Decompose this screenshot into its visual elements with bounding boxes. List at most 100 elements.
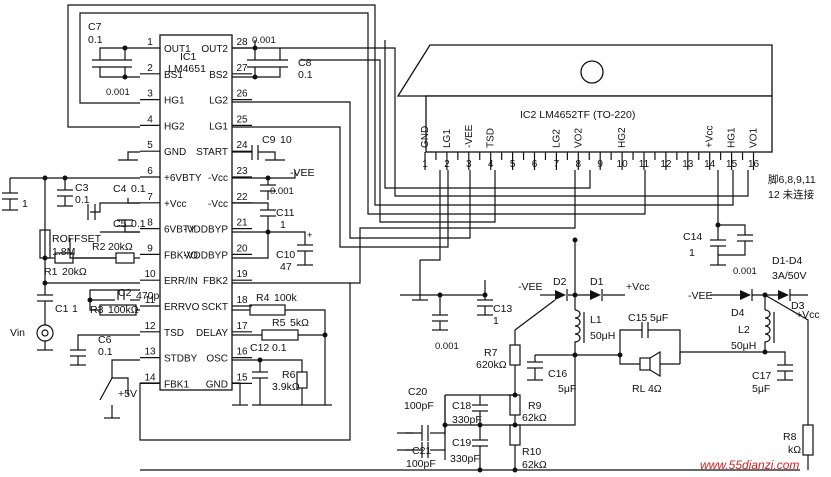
ic1-pin-20-name: -VDDBYP xyxy=(184,250,229,261)
value-c7: 0.1 xyxy=(88,34,103,46)
ic1-pin-8-name: 6VBTY xyxy=(164,225,196,236)
ic2-mounting-hole xyxy=(580,60,604,84)
ic1-pin-23-name: -Vcc xyxy=(208,173,228,184)
value-c6: 0.1 xyxy=(98,346,113,358)
ic1-pin-27-name: BS2 xyxy=(209,70,228,81)
ic1-pin-15-name: GND xyxy=(206,379,228,390)
value-c18: 330pF xyxy=(452,414,482,426)
inductor-l2 xyxy=(764,309,771,345)
ic1-pin-13-number: 13 xyxy=(144,347,156,358)
ic1-pin-22-number: 22 xyxy=(236,192,248,203)
label-c18: C18 xyxy=(452,400,471,412)
label-vee-top: -VEE xyxy=(290,167,315,179)
label-c14: C14 xyxy=(683,231,702,243)
value-c10: 47 xyxy=(280,261,292,273)
value-c7b: 0.001 xyxy=(106,87,130,98)
ic2-pin-10-name: HG2 xyxy=(617,127,628,148)
ic1-pin-19-number: 19 xyxy=(236,269,248,280)
value-r3: 100kΩ xyxy=(108,304,139,316)
label-d4: D4 xyxy=(731,307,745,319)
ic1-pin-6-number: 6 xyxy=(147,166,153,177)
label-r4: R4 xyxy=(256,292,270,304)
resistor-r7 xyxy=(509,344,521,366)
label-d1: D1 xyxy=(590,276,604,288)
value-c20: 100pF xyxy=(404,400,434,412)
ic1-pin-16-name: OSC xyxy=(206,354,228,365)
label-c15: C15 xyxy=(628,312,647,324)
ic1-pin-28-name: OUT2 xyxy=(201,44,228,55)
label-d3: D3 xyxy=(791,300,805,312)
ic1-pin-3-name: HG1 xyxy=(164,96,185,107)
value-c21: 100pF xyxy=(406,458,436,470)
value-c15: 5μF xyxy=(650,312,668,324)
label-plus5v: +5V xyxy=(118,388,137,400)
resistor-r5 xyxy=(261,329,299,341)
label-c11: C11 xyxy=(276,207,295,219)
ic2-pin-15-number: 15 xyxy=(726,159,738,170)
output-stage-1 xyxy=(140,240,800,471)
ic1-pin-10-name: ERR/IN xyxy=(164,276,198,287)
value-r6: 3.9kΩ xyxy=(272,381,300,393)
ic1-pin-2-name: BS1 xyxy=(164,70,183,81)
value-r4: 100k xyxy=(274,292,298,304)
label-c4: C4 xyxy=(113,183,127,195)
label-vin: Vin xyxy=(10,327,25,339)
resistor-bodies xyxy=(39,229,814,456)
ic1-pin-24-name: START xyxy=(196,147,228,158)
ic2-pin-12-number: 12 xyxy=(660,159,672,170)
ic2-pin-11-number: 11 xyxy=(639,159,650,170)
value-c11: 1 xyxy=(280,219,286,231)
label-l2: L2 xyxy=(738,324,750,336)
ic1-pin-25-number: 25 xyxy=(236,114,248,125)
ic2-pin-3-name: -VEE xyxy=(464,124,475,148)
label-c2: C2 xyxy=(118,287,132,299)
value-c19: 330pF xyxy=(450,453,480,465)
value-r10: 62kΩ xyxy=(522,459,547,471)
ic1-left-wiring xyxy=(2,47,351,441)
ic2-title: IC2 LM4652TF (TO-220) xyxy=(520,109,635,121)
label-c8: C8 xyxy=(298,57,312,69)
diode-d2 xyxy=(555,290,566,300)
ic2-pin-16-name: VO1 xyxy=(749,128,760,148)
value-r5: 5kΩ xyxy=(290,317,309,329)
ic2-pin-9-number: 9 xyxy=(597,159,603,170)
ic1-pin-1-name: OUT1 xyxy=(164,44,191,55)
value-c4: 0.1 xyxy=(131,183,146,195)
ic2-pin-16-number: 16 xyxy=(748,159,760,170)
ic2-pin-13-number: 13 xyxy=(682,159,694,170)
diode-d4 xyxy=(740,290,751,300)
label-vee-d: -VEE xyxy=(518,281,543,293)
ic1-pin-2-number: 2 xyxy=(147,63,153,74)
ic2-pin-4-number: 4 xyxy=(488,159,494,170)
ic1-pin-15-number: 15 xyxy=(236,372,248,383)
ic1-pin-3-number: 3 xyxy=(147,89,153,100)
ic1-left-pins: 1OUT12BS13HG14HG25GND6+6VBTY7+Vcc86VBTY9… xyxy=(140,37,202,390)
label-r10: R10 xyxy=(522,446,541,458)
ic1-pin-7-number: 7 xyxy=(147,192,153,203)
ic1-pin-9-name: FBKVO xyxy=(164,250,198,261)
ic1-pin-21-name: -VDDBYP xyxy=(184,225,229,236)
value-r2: 20kΩ xyxy=(108,241,133,253)
ic1-pin-12-name: TSD xyxy=(164,328,184,339)
label-r5: R5 xyxy=(272,317,286,329)
label-c9: C9 xyxy=(262,134,276,146)
label-c6: C6 xyxy=(98,334,112,346)
diode-d1 xyxy=(590,290,601,300)
resistor-r2 xyxy=(115,252,135,264)
value-c5: 0.1 xyxy=(131,218,146,230)
ic1-pin-9-number: 9 xyxy=(147,243,153,254)
ic1-pin-24-number: 24 xyxy=(236,140,248,151)
value-r1: 20kΩ xyxy=(62,266,87,278)
label-r6: R6 xyxy=(282,369,296,381)
label-roffset: ROFFSET xyxy=(52,233,102,245)
ic1-pin-7-name: +Vcc xyxy=(164,199,187,210)
component-labels: C7 0.1 0.001 0.001 C8 0.1 C9 10 C3 0.1 1… xyxy=(10,21,820,471)
value-r7: 620kΩ xyxy=(476,359,507,371)
label-c21: C21 xyxy=(412,445,431,457)
value-c-0001-mid: 0.001 xyxy=(270,186,294,197)
ic1-pin-5-name: GND xyxy=(164,147,186,158)
ic1-pin-18-number: 18 xyxy=(236,295,248,306)
ic2-pin-14-name: +Vcc xyxy=(705,125,716,148)
